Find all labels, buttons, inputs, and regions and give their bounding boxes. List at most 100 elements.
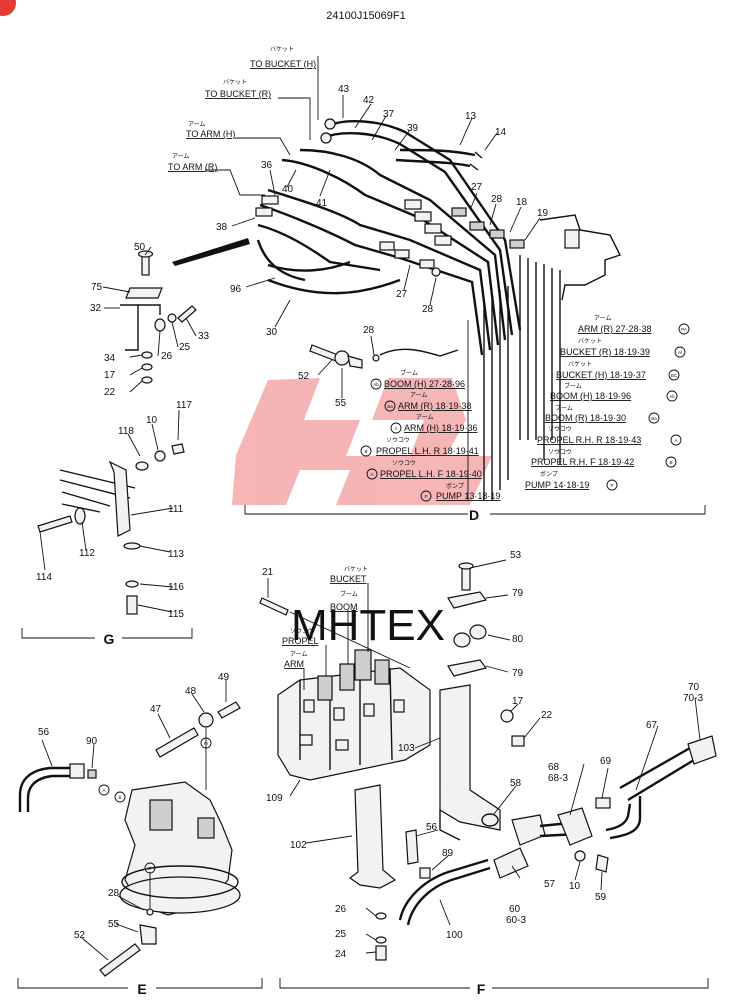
route-pump-14: PUMP 14·18·19: [525, 480, 589, 490]
part-113: 113: [168, 549, 184, 560]
route-arm-h: ARM (H) 18·19·36: [404, 423, 478, 433]
part-24: 24: [335, 949, 347, 960]
part-60: 60: [509, 904, 521, 915]
part-103: 103: [398, 743, 415, 754]
part-55-e: 55: [108, 919, 120, 930]
svg-text:B: B: [118, 795, 121, 800]
part-111: 111: [168, 504, 184, 515]
part-117: 117: [176, 400, 192, 411]
part-70: 70: [688, 682, 700, 693]
part-13: 13: [465, 111, 477, 122]
part-55-d: 55: [335, 398, 347, 409]
corner-badge: [0, 0, 16, 16]
part-114: 114: [36, 572, 52, 583]
part-57: 57: [544, 879, 556, 890]
part-41: 41: [316, 198, 328, 209]
route-bucket-h: BUCKET (H) 18·19·37: [556, 370, 646, 380]
part-48: 48: [185, 686, 197, 697]
part-89: 89: [442, 848, 454, 859]
svg-text:A: A: [102, 788, 105, 793]
svg-text:アーム: アーム: [290, 651, 307, 658]
part-69: 69: [600, 756, 612, 767]
svg-text:バケット: バケット: [344, 566, 368, 573]
svg-text:ソウコウ: ソウコウ: [290, 627, 314, 635]
svg-text:アーム: アーム: [172, 153, 189, 160]
part-28-e: 28: [108, 888, 120, 899]
part-37: 37: [383, 109, 395, 120]
part-22-f: 22: [541, 710, 553, 721]
part-22: 22: [104, 387, 116, 398]
part-96: 96: [230, 284, 242, 295]
section-d-hoses: [172, 118, 621, 500]
part-18: 18: [516, 197, 528, 208]
part-68-3: 68-3: [548, 773, 568, 784]
routing-left: Ab ブーム BOOM (H) 27·28·96 Ba アーム ARM (R) …: [360, 369, 500, 502]
svg-text:Pi: Pi: [204, 741, 208, 746]
part-112: 112: [79, 548, 95, 559]
route-propel-lh-r: PROPEL L.H. R 18·19·41: [376, 446, 479, 456]
svg-text:バケット: バケット: [568, 361, 592, 368]
label-to-arm-r: TO ARM (R): [168, 162, 217, 172]
part-28c: 28: [363, 325, 375, 336]
svg-text:アーム: アーム: [416, 414, 433, 421]
part-34: 34: [104, 353, 116, 364]
part-90: 90: [86, 736, 98, 747]
part-102: 102: [290, 840, 307, 851]
part-17: 17: [104, 370, 116, 381]
part-49: 49: [218, 672, 230, 683]
section-g: 118 10 117 111 114 112 113 116 115 G: [21, 400, 193, 647]
part-10-f: 10: [569, 881, 581, 892]
route-propel-rh-r: PROPEL R.H. R 18·19·43: [537, 435, 641, 445]
part-27b: 27: [396, 289, 408, 300]
part-36: 36: [261, 160, 273, 171]
svg-text:ブーム: ブーム: [400, 369, 418, 377]
svg-text:アーム: アーム: [410, 392, 427, 399]
part-42: 42: [363, 95, 375, 106]
part-26-f: 26: [335, 904, 347, 915]
route-arm-r-18: ARM (R) 18·19·38: [398, 401, 472, 411]
svg-text:ソウコウ: ソウコウ: [392, 459, 416, 467]
part-56-e: 56: [38, 727, 50, 738]
svg-text:B: B: [669, 460, 672, 465]
svg-text:ソウコウ: ソウコウ: [548, 425, 572, 433]
part-39: 39: [407, 123, 419, 134]
section-label-e: E: [137, 981, 146, 997]
svg-text:B: B: [364, 449, 367, 454]
svg-text:ポンプ: ポンプ: [540, 470, 558, 478]
part-109: 109: [266, 793, 283, 804]
svg-text:P: P: [610, 483, 613, 488]
part-38: 38: [216, 222, 228, 233]
part-56-f: 56: [426, 822, 438, 833]
svg-text:ブーム: ブーム: [564, 382, 582, 390]
part-32: 32: [90, 303, 102, 314]
part-28b: 28: [422, 304, 434, 315]
part-number: 24100J15069F1: [326, 10, 406, 22]
route-bucket-r: BUCKET (R) 18·19·39: [560, 347, 650, 357]
svg-text:P: P: [148, 866, 151, 871]
section-d-fitting: [309, 344, 459, 369]
part-58: 58: [510, 778, 522, 789]
svg-text:Ba: Ba: [651, 416, 657, 421]
valve-boom: BOOM: [330, 602, 358, 612]
route-propel-lh-f: PROPEL L.H. F 18·19·40: [380, 469, 482, 479]
part-79a: 79: [512, 588, 524, 599]
valve-bucket: BUCKET: [330, 574, 367, 584]
label-to-bucket-h: TO BUCKET (H): [250, 59, 316, 69]
part-43: 43: [338, 84, 350, 95]
part-80: 80: [512, 634, 524, 645]
label-to-arm-h: TO ARM (H): [186, 129, 235, 139]
svg-text:バケット: バケット: [223, 79, 247, 86]
svg-text:アーム: アーム: [594, 315, 611, 322]
part-10-g: 10: [146, 415, 158, 426]
part-59: 59: [595, 892, 607, 903]
part-75: 75: [91, 282, 103, 293]
part-26: 26: [161, 351, 173, 362]
part-21: 21: [262, 567, 274, 578]
part-52-d: 52: [298, 371, 310, 382]
svg-text:アーム: アーム: [188, 121, 205, 128]
valve-arm: ARM: [284, 659, 304, 669]
part-47: 47: [150, 704, 162, 715]
route-boom-r: BOOM (R) 18·19·30: [545, 413, 626, 423]
routing-right: アーム ARM (R) 27·28·38 PA バケット BUCKET (R) …: [525, 315, 690, 491]
